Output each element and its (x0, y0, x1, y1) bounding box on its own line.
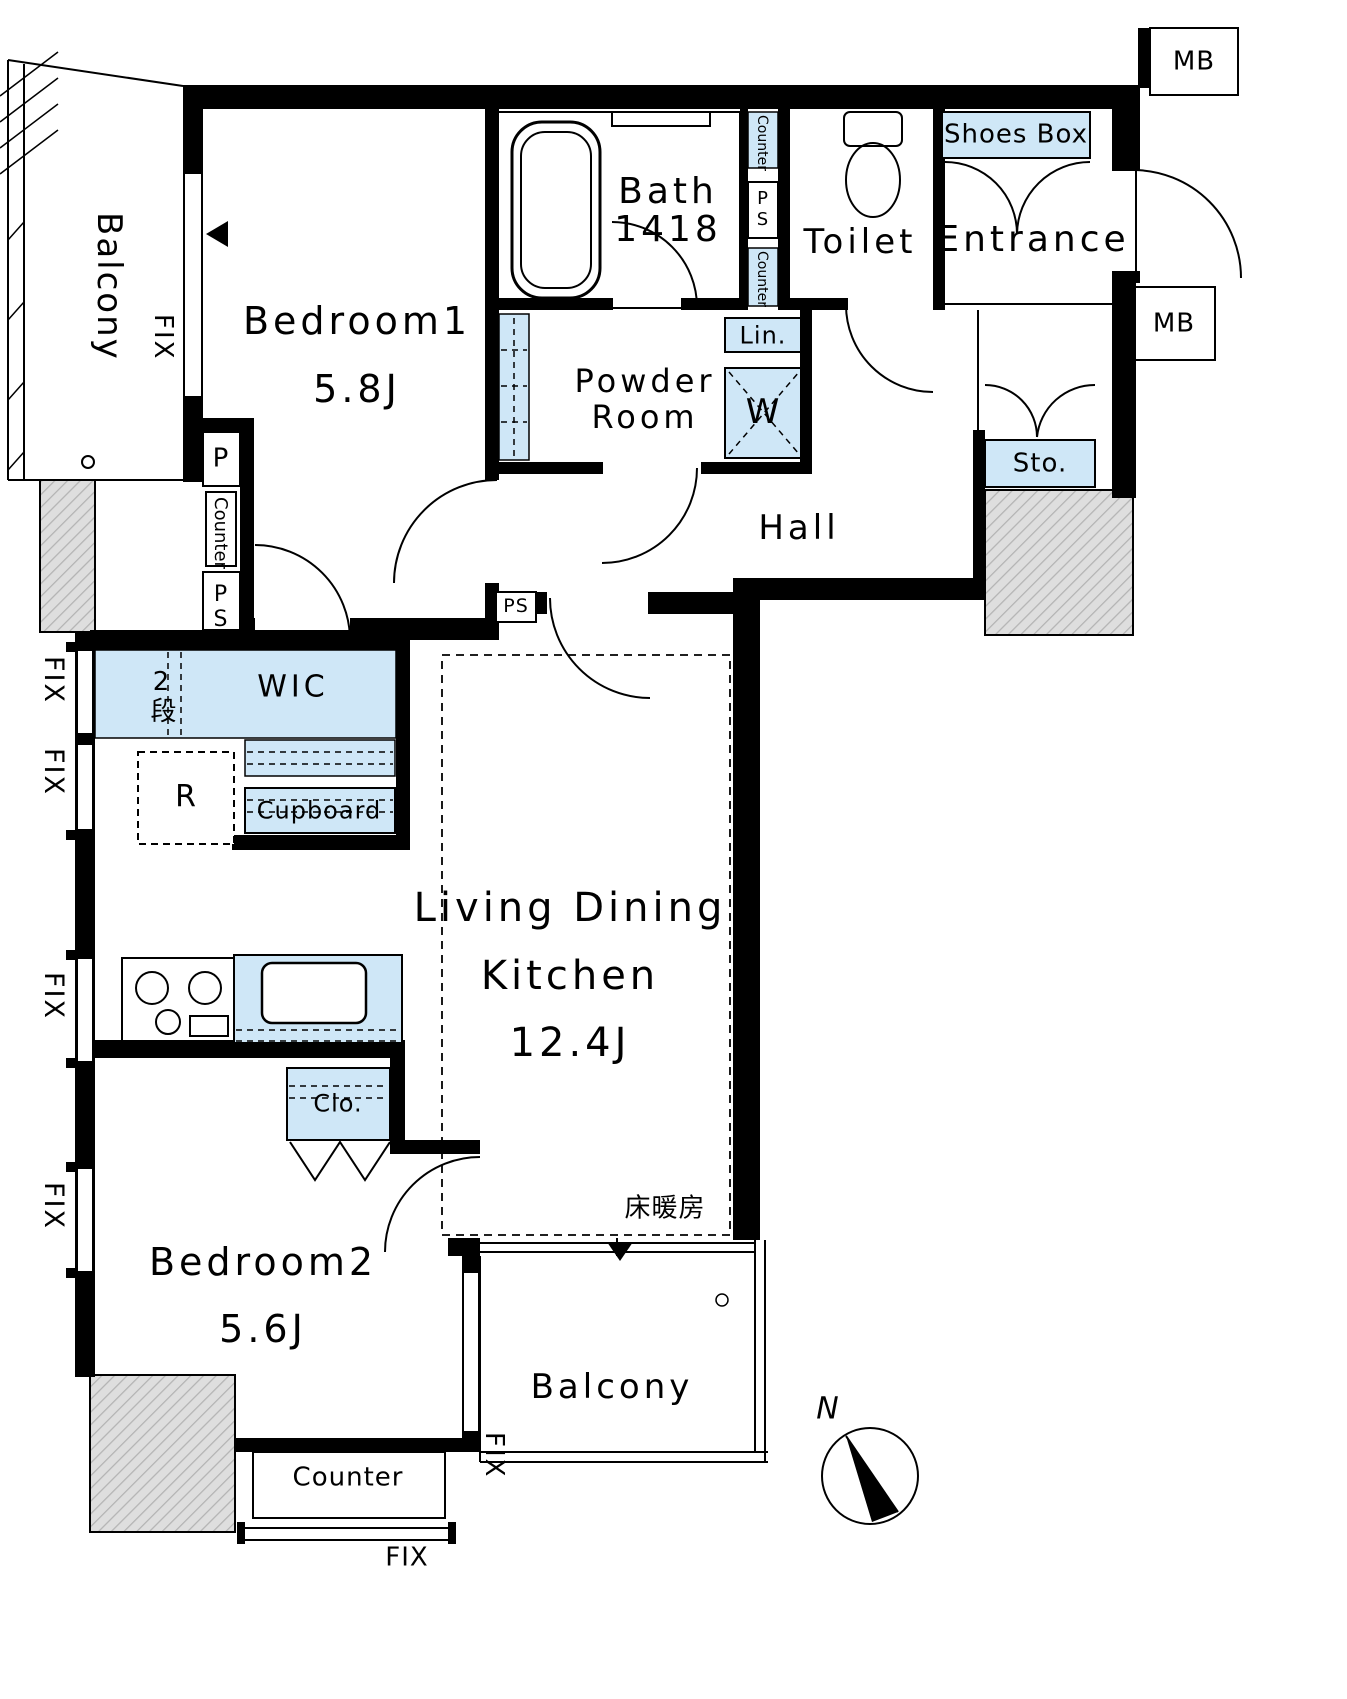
structural-column-blocks (39, 479, 1134, 1533)
door-swing-arcs (254, 161, 1242, 1253)
fix-window-label-3: FIX (38, 972, 69, 1020)
bedroom2-size: 5.6J (219, 1307, 307, 1352)
fix-window-label-4: FIX (38, 1182, 69, 1230)
ldk-label-line2: Kitchen (480, 953, 660, 999)
bedroom1-size: 5.8J (313, 367, 401, 412)
bedroom2-door-arc (384, 1156, 481, 1253)
bath-label: Bath (618, 171, 718, 213)
powder-room-label-line2: Room (591, 398, 699, 437)
bedroom1-label: Bedroom1 (242, 299, 472, 344)
storage-door-arc-right (1036, 383, 1096, 438)
pipe-space-mid-label: PS (503, 595, 529, 618)
bathroom-enclosure (496, 111, 741, 309)
balcony-bottom-label: Balcony (530, 1367, 694, 1408)
balcony-top-structure (7, 59, 185, 481)
gas-stove-icon (121, 957, 235, 1044)
closet-bifold-door (289, 1140, 391, 1182)
compass-icon (821, 1427, 919, 1525)
pipe-space-left-label: PS (208, 582, 233, 632)
shoes-box-label: Shoes Box (943, 119, 1089, 150)
ldk-size: 12.4J (509, 1020, 631, 1066)
balcony-direction-triangle (206, 221, 228, 247)
linen-label: Lin. (739, 321, 787, 350)
bath-door-arc (611, 221, 698, 308)
powder-room-label-line1: Powder (574, 362, 716, 401)
meter-box-top-label: MB (1172, 46, 1216, 77)
counter-strip1-label: Counter (754, 115, 770, 171)
service-shaft-boxes (202, 27, 1239, 631)
floor-heating-triangle (607, 1242, 633, 1261)
pipe-space-strip-label: PS (752, 188, 773, 230)
storage-door-arc-left (984, 384, 1038, 438)
counter-left-label: Counter (210, 497, 231, 569)
balcony-hatch-lines (0, 51, 59, 471)
pillar-label: P (212, 443, 230, 474)
shoes-box-door-arc-left (944, 161, 1018, 235)
toilet-door-arc (845, 304, 934, 393)
dashed-shelf-lines (167, 318, 800, 1099)
fix-window-label-balcony-bottom: FIX (479, 1432, 509, 1479)
counter-strip2-label: Counter (754, 251, 770, 307)
floor-heating-label: 床暖房 (624, 1193, 706, 1224)
fix-window-label-1: FIX (38, 656, 69, 704)
fixture-cabinets (94, 111, 1096, 1141)
bathtub-icon (510, 120, 602, 300)
washer-label: W (745, 392, 781, 433)
two-tier-shelf-label: 2段 (146, 667, 176, 723)
fix-window-label-2: FIX (38, 748, 69, 796)
kitchen-sink-icon (260, 961, 368, 1025)
cupboard-label: Cupboard (256, 796, 382, 825)
balcony-top-label: Balcony (89, 212, 129, 361)
powder-door-arc (601, 467, 698, 564)
north-label: N (816, 1391, 840, 1427)
bedroom2-label: Bedroom2 (148, 1240, 378, 1285)
closet-label: Clo. (313, 1089, 363, 1118)
ldk-label-line1: Living Dining (413, 885, 727, 931)
ldk-dashed-boundary (441, 654, 731, 1236)
refrigerator-outline (137, 751, 235, 845)
bedroom1-door-arc (393, 479, 498, 584)
entrance-step-lines (945, 303, 1112, 430)
refrigerator-label: R (175, 779, 197, 815)
fix-window-label-balcony: FIX (148, 314, 178, 361)
north-needle (846, 1436, 898, 1522)
toilet-label: Toilet (803, 222, 917, 263)
entrance-label: Entrance (936, 219, 1130, 261)
toilet-icon (843, 111, 903, 218)
shoes-box-door-arc-right (1016, 161, 1091, 235)
bath-size: 1418 (614, 209, 722, 251)
window-openings (76, 172, 480, 1433)
fix-window-label-bottom: FIX (385, 1542, 429, 1573)
wic-door-arc (254, 544, 351, 641)
storage-label: Sto. (1012, 448, 1068, 479)
counter-bottom-label: Counter (292, 1462, 404, 1493)
entrance-door-arc (1132, 169, 1242, 279)
ldk-door-arc (549, 597, 651, 699)
wic-label: WIC (257, 669, 329, 705)
hall-label: Hall (758, 508, 840, 549)
meter-box-right-label: MB (1152, 308, 1196, 339)
